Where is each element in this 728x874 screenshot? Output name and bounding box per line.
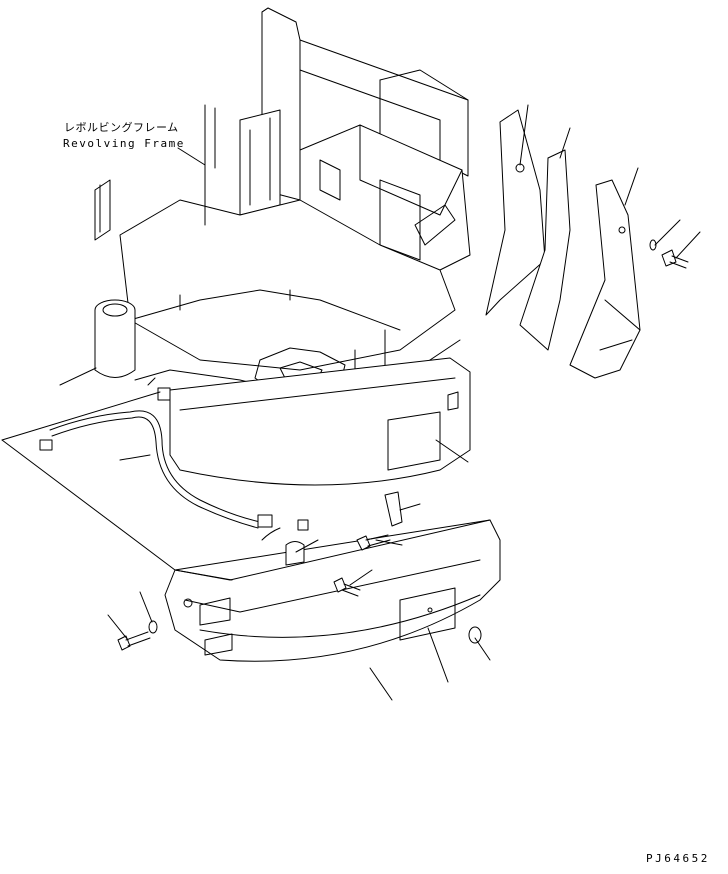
washer-2	[468, 626, 482, 644]
side-cover-2	[519, 149, 571, 351]
bolt-1	[356, 534, 391, 551]
drawing-number: PJ64652	[646, 852, 710, 865]
bolt-2	[333, 577, 361, 597]
revolving-frame	[94, 7, 471, 401]
side-bolt	[661, 249, 689, 269]
revolving-frame-label-jp: レボルビングフレーム	[64, 121, 179, 134]
bolt-3	[117, 631, 151, 651]
washer-1	[148, 620, 158, 634]
wire-harness	[39, 377, 309, 541]
revolving-frame-label-en: Revolving Frame	[63, 137, 185, 150]
side-washer	[649, 239, 657, 251]
bracket-clip	[384, 491, 403, 527]
side-cover-3	[569, 179, 641, 379]
counterweight	[164, 519, 501, 662]
cover-plate	[169, 357, 471, 486]
leader-lines	[1, 104, 701, 701]
clamp	[285, 541, 305, 566]
